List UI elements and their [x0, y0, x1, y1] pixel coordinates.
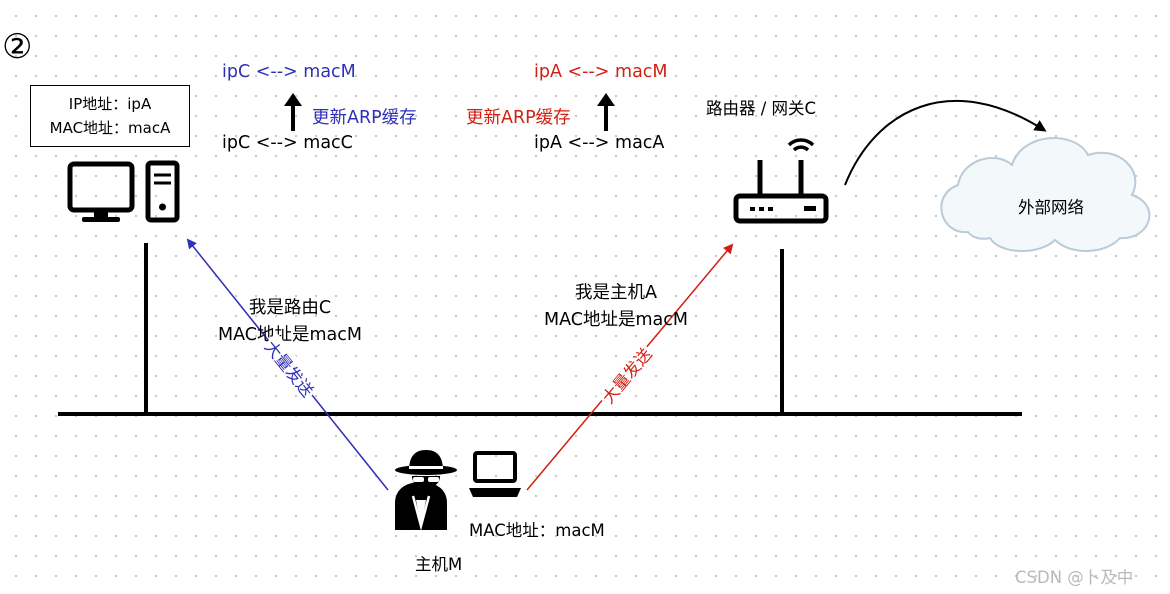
message-to-host-a-line2: MAC地址是macM	[218, 325, 362, 345]
step-marker: ②	[2, 27, 33, 67]
host-a-info-box: IP地址：ipA MAC地址：macA	[30, 85, 190, 147]
host-a-arp-old-entry: ipC <--> macC	[222, 133, 353, 153]
router-label: 路由器 / 网关C	[706, 99, 817, 118]
cloud-icon	[940, 137, 1151, 252]
cloud-label: 外部网络	[1018, 198, 1084, 217]
router-arp-update-label: 更新ARP缓存	[466, 108, 571, 128]
host-a-ip-label: IP地址：ipA	[68, 95, 152, 113]
arrow-up-icon	[284, 93, 302, 131]
host-a-arp-update-label: 更新ARP缓存	[312, 108, 417, 128]
arrow-up-icon	[597, 93, 615, 131]
host-a-arp-new-entry: ipC <--> macM	[222, 62, 356, 82]
attacker-mac-label: MAC地址：macM	[469, 521, 605, 540]
message-to-host-a-line1: 我是路由C	[248, 298, 332, 318]
message-to-router-line2: MAC地址是macM	[544, 310, 688, 330]
watermark: CSDN @卜及中	[1015, 568, 1134, 587]
wifi-router-icon	[733, 138, 829, 224]
spy-icon	[395, 450, 457, 531]
message-to-router: 我是主机A MAC地址是macM	[516, 280, 716, 334]
desktop-computer-icon	[67, 160, 180, 223]
laptop-icon	[469, 451, 521, 497]
message-to-host-a: 我是路由C MAC地址是macM	[190, 295, 390, 349]
attacker-name-label: 主机M	[415, 555, 463, 574]
internet-link-arrow	[844, 99, 1047, 186]
router-arp-old-entry: ipA <--> macA	[534, 133, 665, 153]
message-to-router-line1: 我是主机A	[575, 283, 657, 303]
host-a-mac-label: MAC地址：macA	[49, 119, 171, 137]
router-arp-new-entry: ipA <--> macM	[534, 62, 668, 82]
